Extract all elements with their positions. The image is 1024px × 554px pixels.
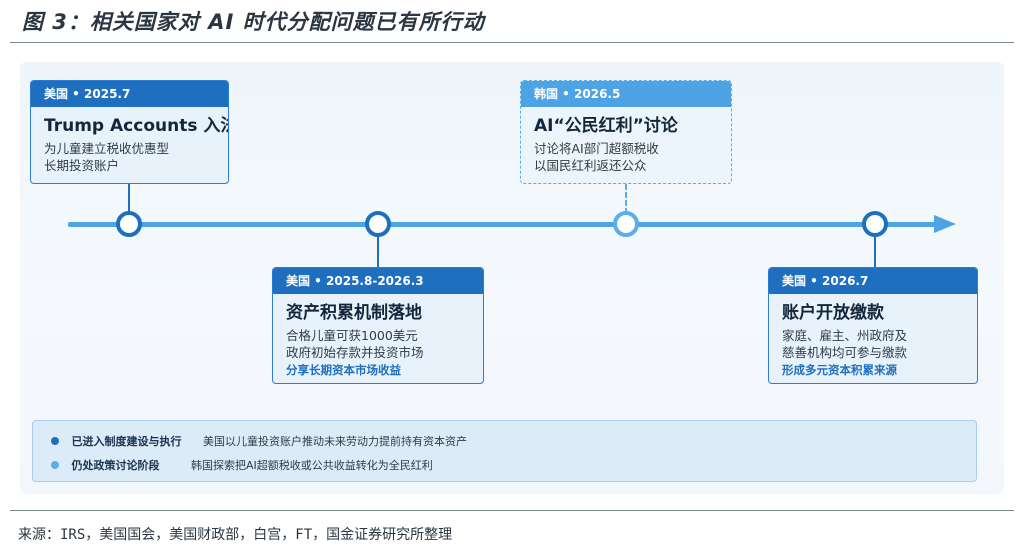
timeline-node-3 [613,211,639,237]
event-description-line: 长期投资账户 [44,158,120,173]
event-tag: 美国 • 2026.7 [769,268,977,294]
event-title: AI“公民红利”讨论 [534,116,678,136]
event-tag: 美国 • 2025.7 [31,81,228,107]
event-description-line: 政府初始存款并投资市场 [286,345,424,360]
event-title: Trump Accounts 入法 [44,116,229,136]
legend-box: 已进入制度建设与执行 美国以儿童投资账户推动未来劳动力提前持有资本资产 仍处政策… [32,420,977,482]
legend-row-discussion: 仍处政策讨论阶段 韩国探索把AI超额税收或公共收益转化为全民红利 [51,459,433,473]
stem-3 [625,184,627,214]
event-tag: 美国 • 2025.8-2026.3 [273,268,483,294]
timeline-node-2 [365,211,391,237]
event-title: 账户开放缴款 [782,303,884,323]
event-title: 资产积累机制落地 [286,303,422,323]
timeline-arrowhead [934,215,956,233]
event-description-line: 慈善机构均可参与缴款 [782,345,908,360]
legend-dot-discussion [51,461,59,469]
stem-2 [377,235,379,267]
timeline-axis [68,222,936,227]
event-description-line: 以国民红利返还公众 [534,158,647,173]
figure-title: 图 3：相关国家对 AI 时代分配问题已有所行动 [22,10,485,34]
legend-dot-implemented [51,437,59,445]
event-tag: 韩国 • 2026.5 [521,81,731,107]
legend-description: 美国以儿童投资账户推动未来劳动力提前持有资本资产 [203,435,467,448]
event-description: 家庭、雇主、州政府及 慈善机构均可参与缴款 [769,323,977,361]
event-card-3: 韩国 • 2026.5 AI“公民红利”讨论 讨论将AI部门超额税收 以国民红利… [520,80,732,184]
stem-1 [128,183,130,213]
event-card-4: 美国 • 2026.7 账户开放缴款 家庭、雇主、州政府及 慈善机构均可参与缴款… [768,267,978,384]
timeline-node-4 [862,211,888,237]
event-note: 形成多元资本积累来源 [782,363,897,377]
title-divider [10,42,1014,43]
timeline-node-1 [116,211,142,237]
legend-description: 韩国探索把AI超额税收或公共收益转化为全民红利 [191,459,433,472]
source-divider [10,510,1014,511]
legend-label: 已进入制度建设与执行 [71,435,182,448]
event-description-line: 为儿童建立税收优惠型 [44,141,170,156]
event-description: 讨论将AI部门超额税收 以国民红利返还公众 [521,136,731,174]
event-description: 合格儿童可获1000美元 政府初始存款并投资市场 [273,323,483,361]
event-description-line: 讨论将AI部门超额税收 [534,141,659,156]
legend-label: 仍处政策讨论阶段 [71,459,160,472]
event-card-2: 美国 • 2025.8-2026.3 资产积累机制落地 合格儿童可获1000美元… [272,267,484,384]
event-card-1: 美国 • 2025.7 Trump Accounts 入法 为儿童建立税收优惠型… [30,80,229,184]
event-description-line: 家庭、雇主、州政府及 [782,328,908,343]
event-note: 分享长期资本市场收益 [286,363,401,377]
legend-row-implemented: 已进入制度建设与执行 美国以儿童投资账户推动未来劳动力提前持有资本资产 [51,435,467,449]
event-description-line: 合格儿童可获1000美元 [286,328,418,343]
source-note: 来源：IRS，美国国会，美国财政部，白宫，FT，国金证券研究所整理 [18,527,453,543]
event-description: 为儿童建立税收优惠型 长期投资账户 [31,136,228,174]
stem-4 [874,235,876,267]
